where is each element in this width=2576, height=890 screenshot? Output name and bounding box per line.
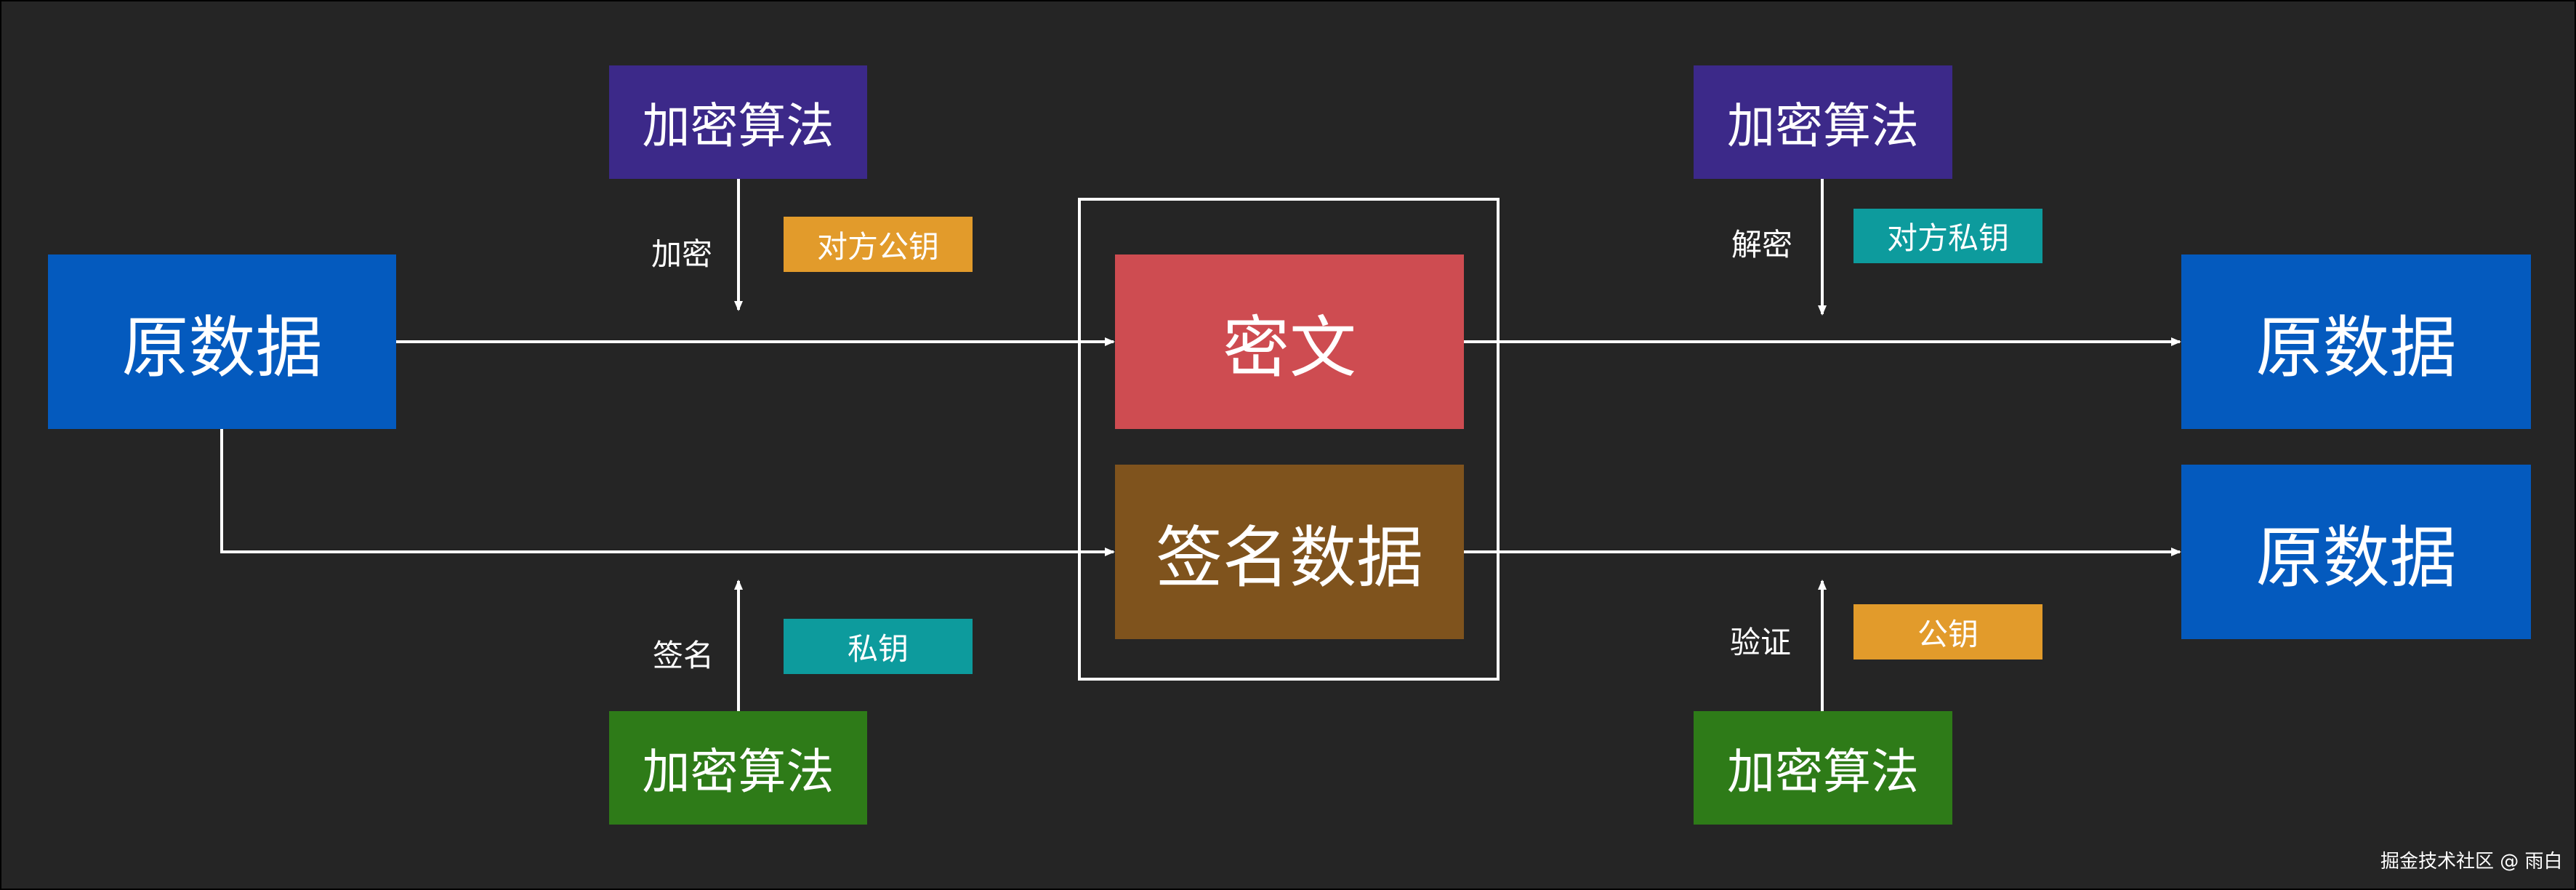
verify-key-badge: 公钥 [1853, 604, 2042, 660]
signature-data-box: 签名数据 [1115, 465, 1464, 639]
watermark-text: 掘金技术社区 @ 雨白 [2380, 851, 2563, 873]
verify-label: 验证 [1730, 625, 1792, 660]
decrypt-label: 解密 [1731, 227, 1793, 262]
encrypt-key-badge: 对方公钥 [784, 217, 973, 272]
verify-algorithm-box: 加密算法 [1694, 711, 1952, 825]
transmitted-data-frame [1078, 198, 1500, 681]
decrypted-data-box: 原数据 [2181, 254, 2531, 429]
encrypt-algorithm-box: 加密算法 [609, 65, 867, 179]
encrypt-label: 加密 [651, 236, 713, 272]
source-data-box: 原数据 [48, 254, 396, 429]
verified-data-box: 原数据 [2181, 465, 2531, 639]
arrow-source-to-signature [220, 429, 1115, 556]
sign-key-badge: 私钥 [784, 619, 973, 674]
ciphertext-box: 密文 [1115, 254, 1464, 429]
sign-label: 签名 [653, 638, 715, 673]
sign-algorithm-box: 加密算法 [609, 711, 867, 825]
decrypt-key-badge: 对方私钥 [1853, 209, 2042, 263]
decrypt-algorithm-box: 加密算法 [1694, 65, 1952, 179]
